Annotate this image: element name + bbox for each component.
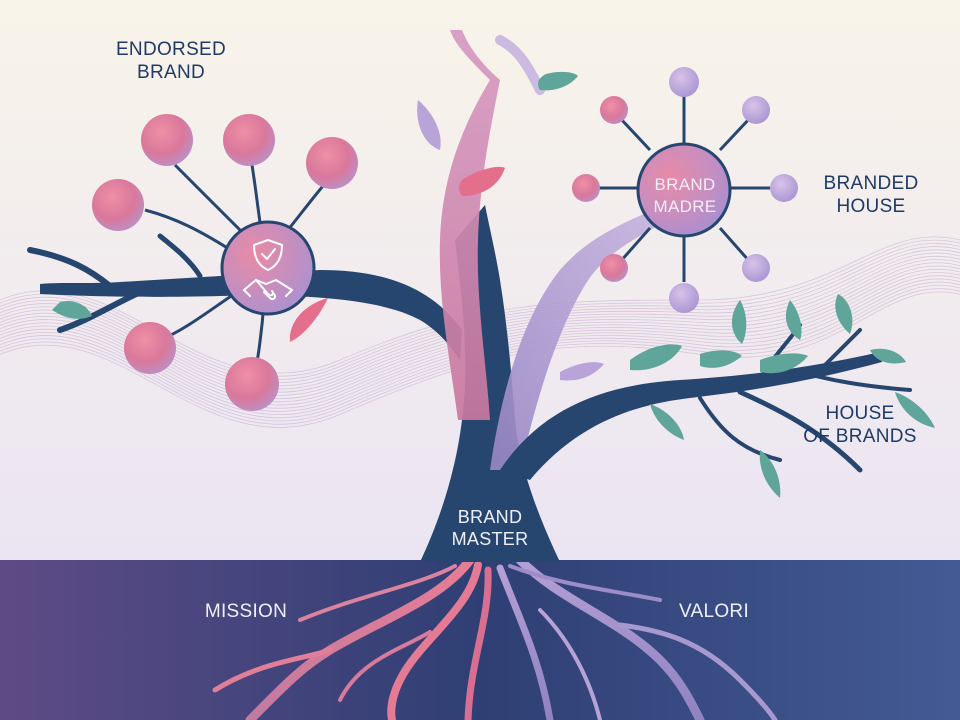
label-house-of-brands-line-1: HOUSE [825,403,895,424]
brand-madre-satellites [572,67,798,313]
label-house-of-brands: HOUSE OF BRANDS [780,402,940,448]
label-brand-master: BRAND MASTER [420,506,560,550]
roots [212,555,778,720]
brand-madre-spokes [596,92,770,282]
label-brand-master-line-1: BRAND [457,507,523,527]
label-brand-madre-line-1: BRAND [654,175,716,194]
brand-madre-hub [636,142,732,238]
label-branded-house-line-1: BRANDED [823,173,919,194]
label-endorsed-line-2: BRAND [136,62,205,83]
shield-check-handshake-icon [243,239,293,301]
label-mission: MISSION [204,601,288,622]
label-endorsed-brand: ENDORSED BRAND [96,38,246,84]
lavender-branch [490,205,672,470]
label-endorsed-line-1: ENDORSED [115,39,227,60]
label-brand-master-line-2: MASTER [451,529,529,549]
label-brand-madre-line-2: MADRE [653,197,717,216]
label-valori: VALORI [678,601,750,622]
pink-branch [439,30,500,420]
endorsed-sub-brands [92,114,358,411]
right-branch [500,352,882,480]
label-brand-madre: BRAND MADRE [620,174,750,218]
label-house-of-brands-line-2: OF BRANDS [803,426,917,447]
endorsed-hub [220,220,316,316]
leaves [52,71,935,498]
label-branded-house-line-2: HOUSE [836,196,906,217]
label-branded-house: BRANDED HOUSE [796,172,946,218]
